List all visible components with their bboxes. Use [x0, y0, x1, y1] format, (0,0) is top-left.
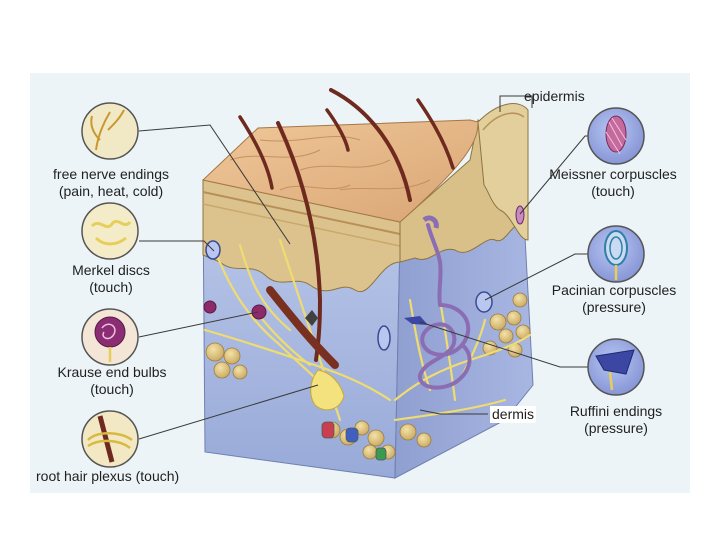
label-meissner-corpuscles-sub: (touch) — [591, 183, 635, 199]
front-epidermis-band — [202, 179, 401, 293]
dermis-receptors — [203, 205, 525, 351]
label-krause-end-bulbs-title: Krause end bulbs — [57, 364, 167, 380]
blood-vessels — [321, 421, 387, 461]
callout-free-nerve-endings — [81, 102, 139, 160]
label-merkel-discs: Merkel discs (touch) — [58, 262, 164, 296]
sweat-gland — [417, 223, 472, 390]
label-meissner-corpuscles: Meissner corpuscles (touch) — [540, 166, 686, 200]
callout-krause-end-bulbs — [81, 308, 139, 366]
label-ruffini-endings-title: Ruffini endings — [569, 403, 663, 419]
callout-meissner-corpuscles — [587, 107, 645, 165]
label-ruffini-endings-sub: (pressure) — [584, 420, 648, 436]
label-dermis: dermis — [490, 406, 537, 423]
label-krause-end-bulbs-sub: (touch) — [90, 381, 134, 397]
label-root-hair-plexus: root hair plexus (touch) — [36, 468, 180, 484]
label-free-nerve-endings: free nerve endings (pain, heat, cold) — [48, 166, 174, 200]
label-krause-end-bulbs: Krause end bulbs (touch) — [50, 364, 174, 398]
label-free-nerve-endings-sub: (pain, heat, cold) — [58, 183, 164, 199]
label-meissner-corpuscles-title: Meissner corpuscles — [549, 166, 677, 182]
hair-follicle — [266, 286, 339, 369]
leader-lines — [138, 95, 596, 440]
callout-merkel-discs — [81, 202, 139, 260]
callout-ruffini-endings — [587, 338, 645, 396]
callout-root-hair-plexus — [81, 410, 139, 468]
label-free-nerve-endings-title: free nerve endings — [53, 166, 169, 182]
label-pacinian-corpuscles: Pacinian corpuscles (pressure) — [544, 282, 684, 316]
nerve-fibers — [203, 238, 532, 422]
label-merkel-discs-title: Merkel discs — [72, 262, 150, 278]
label-merkel-discs-sub: (touch) — [89, 279, 133, 295]
callout-pacinian-corpuscles — [587, 225, 645, 283]
label-ruffini-endings: Ruffini endings (pressure) — [556, 403, 676, 437]
label-epidermis: epidermis — [524, 88, 585, 104]
label-pacinian-corpuscles-sub: (pressure) — [582, 299, 646, 315]
hair-shafts — [238, 88, 455, 362]
label-pacinian-corpuscles-title: Pacinian corpuscles — [551, 282, 677, 298]
epidermis-peel-layer — [477, 103, 529, 241]
